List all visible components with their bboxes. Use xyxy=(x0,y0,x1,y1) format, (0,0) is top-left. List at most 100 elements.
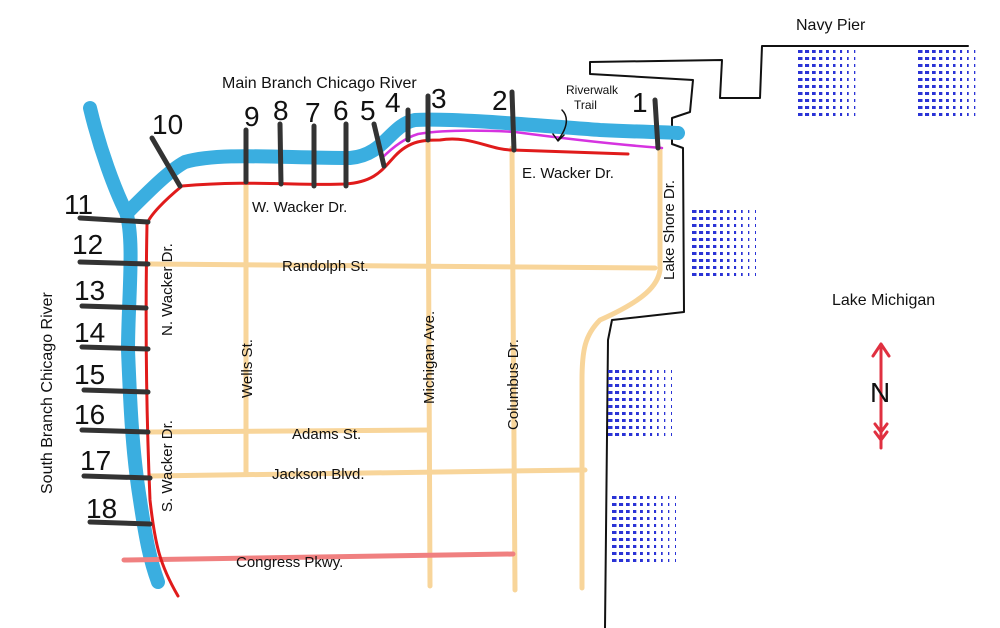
pier-dot xyxy=(619,510,624,513)
pier-dot xyxy=(720,266,723,269)
columbus-drive xyxy=(509,145,518,593)
streets xyxy=(147,129,663,593)
pier-dot xyxy=(675,503,676,506)
pier-dot xyxy=(925,50,930,53)
pier-dot xyxy=(668,517,670,520)
pier-dot xyxy=(633,538,637,541)
pier-dot xyxy=(805,57,810,60)
pier-dot xyxy=(741,266,743,269)
pier-dot xyxy=(615,384,620,387)
pier-dot xyxy=(612,531,617,534)
pier-dot xyxy=(626,496,630,499)
pier-dot xyxy=(650,419,653,422)
pier-dot xyxy=(755,259,756,262)
navy-pier-dots-right xyxy=(918,50,976,116)
pier-dot xyxy=(647,559,650,562)
pier-dot xyxy=(847,106,849,109)
pier-dot xyxy=(960,50,963,53)
pier-dot xyxy=(755,224,756,227)
pier-dot xyxy=(840,113,843,116)
pier-dot xyxy=(706,273,710,276)
pier-dot xyxy=(840,99,843,102)
pier-dot xyxy=(734,259,737,262)
pier-dot xyxy=(629,377,633,380)
navy-pier-outline xyxy=(589,45,969,628)
pier-dot xyxy=(953,92,956,95)
bridge-number-9: 9 xyxy=(244,101,260,132)
pier-dot xyxy=(826,85,829,88)
pier-dot xyxy=(633,503,637,506)
pier-dot xyxy=(706,217,710,220)
pier-dot xyxy=(671,398,672,401)
bridge-number-7: 7 xyxy=(305,97,321,128)
pier-dot xyxy=(918,78,923,81)
pier-dot xyxy=(692,252,697,255)
pier-dot xyxy=(650,384,653,387)
north-arrow: N xyxy=(870,342,891,450)
pier-dot xyxy=(819,50,823,53)
pier-dot xyxy=(633,524,637,527)
pier-dot xyxy=(612,517,617,520)
pier-dot xyxy=(974,78,976,81)
pier-dot xyxy=(826,50,829,53)
pier-dot xyxy=(918,85,923,88)
pier-dot xyxy=(654,538,657,541)
pier-dot xyxy=(847,50,849,53)
bridge-number-11: 11 xyxy=(64,189,93,220)
pier-dot xyxy=(819,78,823,81)
pier-dot xyxy=(671,419,672,422)
pier-dot xyxy=(608,384,613,387)
pier-dot xyxy=(664,398,666,401)
navy-pier-dots-left xyxy=(798,50,856,116)
pier-dot xyxy=(854,50,856,53)
label-e-wacker: E. Wacker Dr. xyxy=(522,165,614,182)
bridge-number-13: 13 xyxy=(74,275,105,306)
label-riverwalk-trail-line1: Riverwalk xyxy=(566,83,619,97)
pier-dot xyxy=(640,517,643,520)
pier-dot xyxy=(612,524,617,527)
pier-dot xyxy=(946,106,949,109)
pier-dot xyxy=(734,273,737,276)
pier-dot xyxy=(847,57,849,60)
pier-dot xyxy=(727,217,730,220)
pier-dot xyxy=(626,531,630,534)
pier-dot xyxy=(668,545,670,548)
pier-dot xyxy=(661,510,663,513)
pier-dot xyxy=(826,113,829,116)
pier-dot xyxy=(946,92,949,95)
pier-dot xyxy=(734,245,737,248)
pier-dot xyxy=(622,426,626,429)
pier-dot xyxy=(713,210,717,213)
pier-dot xyxy=(668,552,670,555)
pier-dot xyxy=(633,517,637,520)
pier-dot xyxy=(974,85,976,88)
pier-dot xyxy=(953,78,956,81)
pier-dot xyxy=(657,398,659,401)
pier-dot xyxy=(671,377,672,380)
pier-dot xyxy=(854,78,856,81)
pier-dot xyxy=(967,78,969,81)
pier-dot xyxy=(650,398,653,401)
pier-dot xyxy=(636,405,639,408)
pier-dot xyxy=(967,64,969,67)
pier-dot xyxy=(608,412,613,415)
pier-dot xyxy=(833,50,836,53)
pier-dot xyxy=(692,231,697,234)
pier-dot xyxy=(734,217,737,220)
pier-dot xyxy=(720,245,723,248)
label-michigan: Michigan Ave. xyxy=(421,311,438,404)
pier-dot xyxy=(847,92,849,95)
bridge-number-10: 10 xyxy=(152,109,183,140)
pier-dot xyxy=(654,559,657,562)
pier-dot xyxy=(939,113,943,116)
pier-dot xyxy=(805,78,810,81)
pier-dot xyxy=(643,419,646,422)
pier-dot xyxy=(720,224,723,227)
pier-dot xyxy=(657,405,659,408)
pier-dot xyxy=(654,524,657,527)
pier-dot xyxy=(932,64,936,67)
pier-dot xyxy=(974,99,976,102)
label-congress: Congress Pkwy. xyxy=(236,554,343,571)
pier-dot xyxy=(608,377,613,380)
pier-dot xyxy=(812,57,816,60)
